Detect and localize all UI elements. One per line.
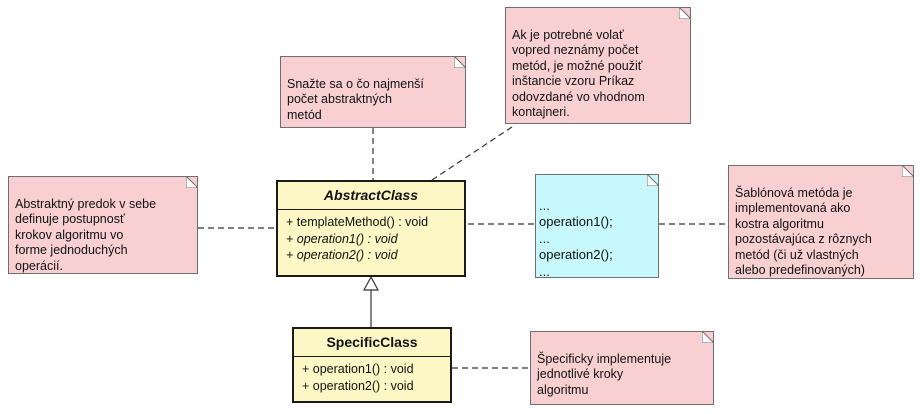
note-top-right[interactable]: Ak je potrebné volať vopred neznámy poče… [505, 7, 691, 124]
abstract-class-operations: + templateMethod() : void + operation1()… [278, 210, 464, 264]
abstract-class-box[interactable]: AbstractClass + templateMethod() : void … [276, 180, 466, 277]
note-right[interactable]: Šablónová metóda je implementovaná ako k… [728, 165, 914, 279]
operation-operation1: + operation1() : void [286, 231, 398, 246]
operation-operation1: + operation1() : void [302, 362, 414, 376]
note-fold-icon [679, 7, 691, 19]
note-template-body-text: ... operation1(); ... operation2(); ... [539, 197, 613, 279]
note-top-middle[interactable]: Snažte sa o čo najmenší počet abstraktný… [280, 56, 466, 128]
operation-operation2: + operation2() : void [302, 378, 414, 393]
note-right-text: Šablónová metóda je implementovaná ako k… [735, 185, 872, 278]
note-bottom[interactable]: Špecificky implementuje jednotlivé kroky… [530, 331, 714, 405]
note-fold-icon [454, 56, 466, 68]
operation-operation2: + operation2() : void [286, 248, 398, 262]
note-fold-icon [647, 174, 659, 186]
note-fold-icon [702, 331, 714, 343]
operation-template-method: + templateMethod() : void [286, 215, 429, 229]
note-fold-icon [186, 176, 198, 188]
note-fold-icon [902, 165, 914, 177]
inheritance-arrowhead [362, 275, 380, 291]
note-top-middle-text: Snažte sa o čo najmenší počet abstraktný… [287, 76, 424, 122]
abstract-class-name: AbstractClass [278, 182, 464, 210]
note-bottom-text: Špecificky implementuje jednotlivé kroky… [537, 351, 672, 397]
top-right-note-connector [431, 124, 516, 181]
specific-class-name: SpecificClass [294, 329, 450, 357]
note-top-right-text: Ak je potrebné volať vopred neznámy poče… [512, 27, 645, 120]
specific-class-box[interactable]: SpecificClass + operation1() : void + op… [292, 327, 452, 403]
specific-class-operations: + operation1() : void + operation2() : v… [294, 357, 450, 394]
note-left[interactable]: Abstraktný predok v sebe definuje postup… [8, 176, 198, 274]
note-left-text: Abstraktný predok v sebe definuje postup… [15, 196, 157, 273]
note-template-body[interactable]: ... operation1(); ... operation2(); ... [535, 174, 659, 279]
